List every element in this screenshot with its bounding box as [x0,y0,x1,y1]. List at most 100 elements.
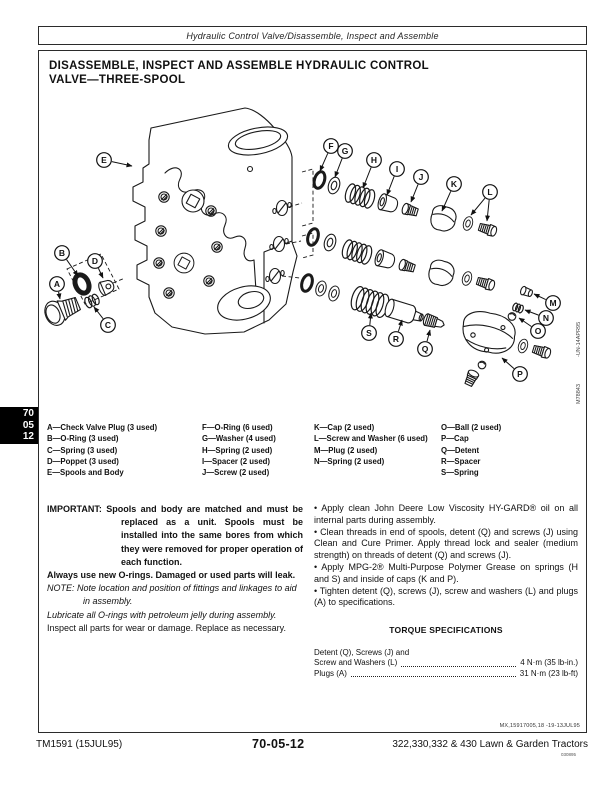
callout-C [100,317,116,333]
legend-item-b: B—O-Ring (3 used) [47,434,119,444]
callout-letter-R: R [393,334,399,344]
legend-item-l: L—Screw and Washer (6 used) [314,434,428,444]
footer-print-code: 030895 [560,752,576,757]
callout-L [482,184,498,200]
callout-S [361,325,377,341]
callout-arrow-S [367,312,373,326]
callout-arrow-F [319,153,329,172]
parts-legend: A—Check Valve Plug (3 used) B—O-Ring (3 … [47,422,581,478]
callout-K [446,176,462,192]
exploded-row-2 [304,225,497,292]
callout-H [366,152,382,168]
footer-manual-number: TM1591 (15JUL95) [36,739,123,750]
torque-value: 31 N·m (23 lb-ft) [519,668,578,678]
callout-letter-Q: Q [422,344,429,354]
legend-item-i: I—Spacer (2 used) [202,456,271,466]
legend-column-2: F—O-Ring (6 used) G—Washer (4 used) H—Sp… [202,422,314,478]
callout-arrow-C [93,306,104,319]
bullet-item: • Apply clean John Deere Low Viscosity H… [314,503,578,525]
callout-arrow-Q [426,329,432,342]
footer-model-list: 322,330,332 & 430 Lawn & Garden Tractors [392,739,588,750]
callout-letter-A: A [54,279,60,289]
legend-item-a: A—Check Valve Plug (3 used) [47,423,158,432]
legend-column-3: K—Cap (2 used) L—Screw and Washer (6 use… [314,422,441,478]
legend-item-k: K—Cap (2 used) [314,423,375,432]
callout-I [389,161,405,177]
callout-J [413,169,429,185]
callout-arrow-J [410,184,419,203]
callout-F [323,138,339,154]
callout-O [530,323,546,339]
callout-letter-S: S [366,328,372,338]
torque-specs-heading: TORQUE SPECIFICATIONS [389,625,503,636]
torque-row: Detent (Q), Screws (J) and [314,648,578,659]
callout-B [54,245,70,261]
callout-Q [417,341,433,357]
callout-arrow-N [524,309,539,316]
section-tab: 70 05 12 [0,407,38,444]
figure-id: M78843 [576,384,582,404]
legend-item-f: F—O-Ring (6 used) [202,423,273,432]
legend-column-4: O—Ball (2 used) P—Cap Q—Detent R—Spacer … [441,422,581,478]
callout-arrow-K [441,191,452,212]
bullet-item: • Tighten detent (Q), screws (J), screw … [314,585,578,608]
page-title-line2: VALVE—THREE-SPOOL [49,73,186,86]
callout-letter-H: H [371,155,377,165]
callout-arrow-L [470,197,486,216]
callout-letter-O: O [535,326,542,336]
callout-letter-F: F [328,141,333,151]
legend-item-p: P—Cap [441,434,469,444]
left-text-column: IMPORTANT: Spools and body are matched a… [47,503,303,635]
legend-column-1: A—Check Valve Plug (3 used) B—O-Ring (3 … [47,422,202,478]
callout-arrow-P [501,357,515,370]
callout-arrow-R [397,319,403,332]
callout-arrow-B [66,259,79,277]
callout-arrow-A [56,291,62,300]
callout-letter-B: B [59,248,65,258]
callout-M [545,295,561,311]
callout-letter-E: E [101,155,107,165]
legend-item-n: N—Spring (2 used) [314,456,385,466]
figure-date: -UN-14APR95 [576,322,582,357]
callout-arrow-H [362,167,372,189]
dot-leader [401,665,517,667]
callout-arrow-I [386,176,395,196]
callout-letter-C: C [105,320,111,330]
running-header: Hydraulic Control Valve/Disassemble, Ins… [38,26,587,45]
important-paragraph-2: Always use new O-rings. Damaged or used … [47,570,296,581]
legend-item-q: Q—Detent [441,445,480,455]
callout-letter-J: J [419,172,424,182]
note-paragraph-2: Lubricate all O-rings with petroleum jel… [47,609,277,620]
valve-body-drawing [132,107,298,335]
running-header-text: Hydraulic Control Valve/Disassemble, Ins… [186,30,439,41]
callout-arrow-L [485,199,491,222]
page-title-line1: DISASSEMBLE, INSPECT AND ASSEMBLE HYDRAU… [49,60,429,72]
callout-P [512,366,528,382]
legend-item-j: J—Screw (2 used) [202,468,270,478]
callout-arrow-M [533,293,546,301]
callout-N [538,310,554,326]
right-text-column: • Apply clean John Deere Low Viscosity H… [314,503,578,679]
callout-letter-M: M [549,298,556,308]
bullet-item: • Apply MPG-2® Multi-Purpose Polymer Gre… [314,561,578,584]
legend-item-g: G—Washer (4 used) [202,434,276,444]
torque-row: Plugs (A) 31 N·m (23 lb-ft) [314,669,578,680]
legend-item-d: D—Poppet (3 used) [47,456,119,466]
callout-R [388,331,404,347]
legend-item-m: M—Plug (2 used) [314,445,378,455]
section-tab-line: 05 [22,419,34,431]
important-paragraph-1: IMPORTANT: Spools and body are matched a… [47,504,303,567]
torque-label: Screw and Washers (L) [314,658,398,668]
callout-letter-L: L [487,187,492,197]
callout-arrow-E [111,161,133,168]
legend-item-o: O—Ball (2 used) [441,423,502,432]
callout-letter-K: K [451,179,458,189]
page-title: DISASSEMBLE, INSPECT AND ASSEMBLE HYDRAU… [49,60,429,87]
callout-letter-I: I [396,164,398,174]
torque-label: Plugs (A) [314,668,347,678]
callout-letter-N: N [543,313,549,323]
legend-item-s: S—Spring [441,468,479,478]
